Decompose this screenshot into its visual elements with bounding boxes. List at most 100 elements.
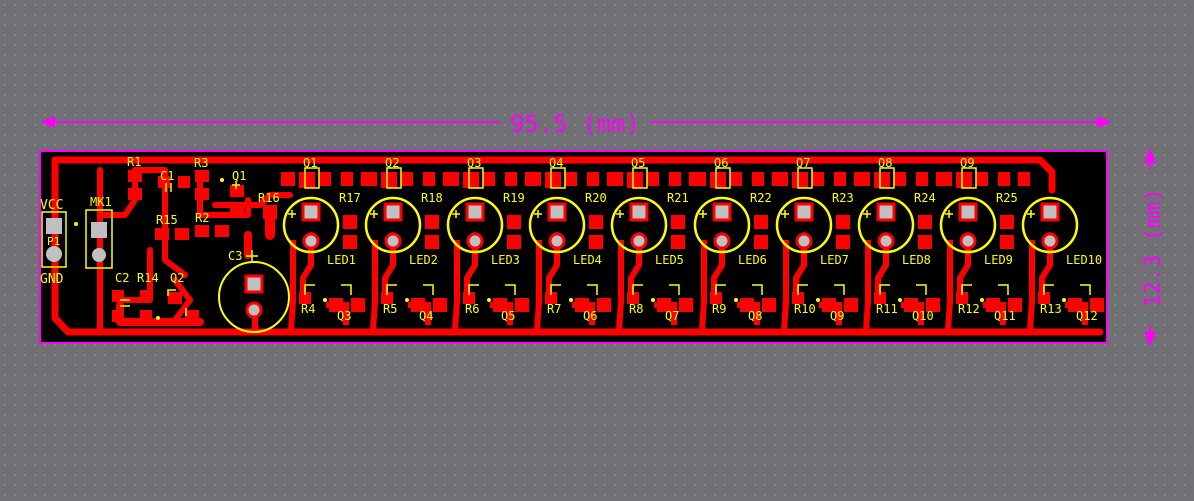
capacitor-c3 bbox=[218, 250, 290, 333]
microphone-mk1[interactable]: MK1 bbox=[85, 195, 113, 269]
bottom-transistor-label: Q3 bbox=[337, 309, 351, 323]
height-dimension: 12.3 (mm) bbox=[1141, 148, 1166, 347]
top-transistor[interactable] bbox=[938, 167, 1030, 249]
bottom-transistor-label: Q12 bbox=[1076, 309, 1098, 323]
bottom-transistor-label: Q10 bbox=[912, 309, 934, 323]
bottom-transistor-label: Q4 bbox=[419, 309, 433, 323]
driver-transistor[interactable] bbox=[627, 284, 693, 312]
base-resistor-label: R4 bbox=[301, 302, 315, 316]
series-resistor-label: R19 bbox=[503, 191, 525, 205]
led-label: LED3 bbox=[491, 253, 520, 267]
led-footprint[interactable] bbox=[528, 196, 586, 254]
led-label: LED9 bbox=[984, 253, 1013, 267]
base-resistor-label: R8 bbox=[629, 302, 643, 316]
top-transistor-label: Q2 bbox=[385, 156, 399, 170]
driver-transistor[interactable] bbox=[956, 284, 1022, 312]
led-footprint[interactable] bbox=[939, 196, 997, 254]
driver-transistor[interactable] bbox=[1038, 284, 1104, 312]
ref-r14: R14 bbox=[137, 271, 159, 285]
ref-r1: R1 bbox=[127, 155, 141, 169]
led-footprint[interactable] bbox=[610, 196, 668, 254]
top-transistor-label: Q8 bbox=[878, 156, 892, 170]
led-footprint[interactable] bbox=[775, 196, 833, 254]
led-footprint[interactable] bbox=[857, 196, 915, 254]
series-resistor-label: R22 bbox=[750, 191, 772, 205]
base-resistor-label: R11 bbox=[876, 302, 898, 316]
led-footprint[interactable] bbox=[1021, 196, 1079, 254]
ref-r3: R3 bbox=[194, 156, 208, 170]
driver-transistor[interactable] bbox=[463, 284, 529, 312]
ref-q1: Q1 bbox=[232, 169, 246, 183]
bottom-transistor-label: Q7 bbox=[665, 309, 679, 323]
top-transistor-label: Q3 bbox=[467, 156, 481, 170]
top-transistor-label: Q9 bbox=[960, 156, 974, 170]
driver-parts bbox=[112, 170, 277, 322]
led-footprint[interactable] bbox=[693, 196, 751, 254]
base-resistor-label: R7 bbox=[547, 302, 561, 316]
led-label: LED10 bbox=[1066, 253, 1102, 267]
bottom-transistor-label: Q5 bbox=[501, 309, 515, 323]
led-label: LED7 bbox=[820, 253, 849, 267]
series-resistor-label: R25 bbox=[996, 191, 1018, 205]
series-resistor-label: R17 bbox=[339, 191, 361, 205]
base-resistor-label: R10 bbox=[794, 302, 816, 316]
driver-transistor[interactable] bbox=[299, 284, 365, 312]
bottom-transistor-label: Q9 bbox=[830, 309, 844, 323]
led-footprint[interactable] bbox=[282, 196, 340, 254]
top-transistor-label: Q4 bbox=[549, 156, 563, 170]
ref-r2: R2 bbox=[195, 211, 209, 225]
led-label: LED4 bbox=[573, 253, 602, 267]
series-resistor-label: R23 bbox=[832, 191, 854, 205]
driver-transistor[interactable] bbox=[792, 284, 858, 312]
led-label: LED1 bbox=[327, 253, 356, 267]
width-dimension: 95.5 (mm) bbox=[40, 110, 1112, 138]
width-dimension-label: 95.5 (mm) bbox=[510, 110, 640, 138]
driver-transistor[interactable] bbox=[381, 284, 447, 312]
base-resistor-label: R9 bbox=[712, 302, 726, 316]
base-resistor-label: R6 bbox=[465, 302, 479, 316]
p1-vcc-label: VCC bbox=[40, 198, 63, 213]
bottom-transistor-label: Q11 bbox=[994, 309, 1016, 323]
ref-c3: C3 bbox=[228, 249, 242, 263]
bottom-transistor-label: Q8 bbox=[748, 309, 762, 323]
ref-c1: C1 bbox=[160, 169, 174, 183]
led-footprint[interactable] bbox=[364, 196, 422, 254]
top-transistor-label: Q7 bbox=[796, 156, 810, 170]
base-resistor-label: R5 bbox=[383, 302, 397, 316]
ref-r15: R15 bbox=[156, 213, 178, 227]
driver-transistor[interactable] bbox=[545, 284, 611, 312]
base-resistor-label: R12 bbox=[958, 302, 980, 316]
bottom-transistor-label: Q6 bbox=[583, 309, 597, 323]
driver-transistor[interactable] bbox=[874, 284, 940, 312]
led-label: LED8 bbox=[902, 253, 931, 267]
ref-r16: R16 bbox=[258, 191, 280, 205]
led-footprint[interactable] bbox=[446, 196, 504, 254]
mk1-ref-label: MK1 bbox=[90, 195, 112, 209]
height-dimension-label: 12.3 (mm) bbox=[1141, 188, 1166, 307]
driver-labels: R1 C1 R3 Q1 R15 R2 C3 R16 C2 R14 Q2 bbox=[115, 155, 280, 285]
connector-p1[interactable]: VCC P1 GND bbox=[40, 198, 78, 287]
series-resistor-label: R21 bbox=[667, 191, 689, 205]
p1-ref-label: P1 bbox=[47, 235, 60, 248]
led-label: LED5 bbox=[655, 253, 684, 267]
driver-transistor[interactable] bbox=[710, 284, 776, 312]
series-resistor-label: R18 bbox=[421, 191, 443, 205]
top-transistor-label: Q6 bbox=[714, 156, 728, 170]
top-transistor-label: Q5 bbox=[631, 156, 645, 170]
series-resistor-label: R24 bbox=[914, 191, 936, 205]
ref-c2: C2 bbox=[115, 271, 129, 285]
base-resistor-label: R13 bbox=[1040, 302, 1062, 316]
top-transistor-label: Q1 bbox=[303, 156, 317, 170]
ref-q2: Q2 bbox=[170, 271, 184, 285]
copper-traces bbox=[51, 156, 1104, 336]
p1-gnd-label: GND bbox=[40, 272, 64, 287]
led-label: LED6 bbox=[738, 253, 767, 267]
series-resistor-label: R20 bbox=[585, 191, 607, 205]
